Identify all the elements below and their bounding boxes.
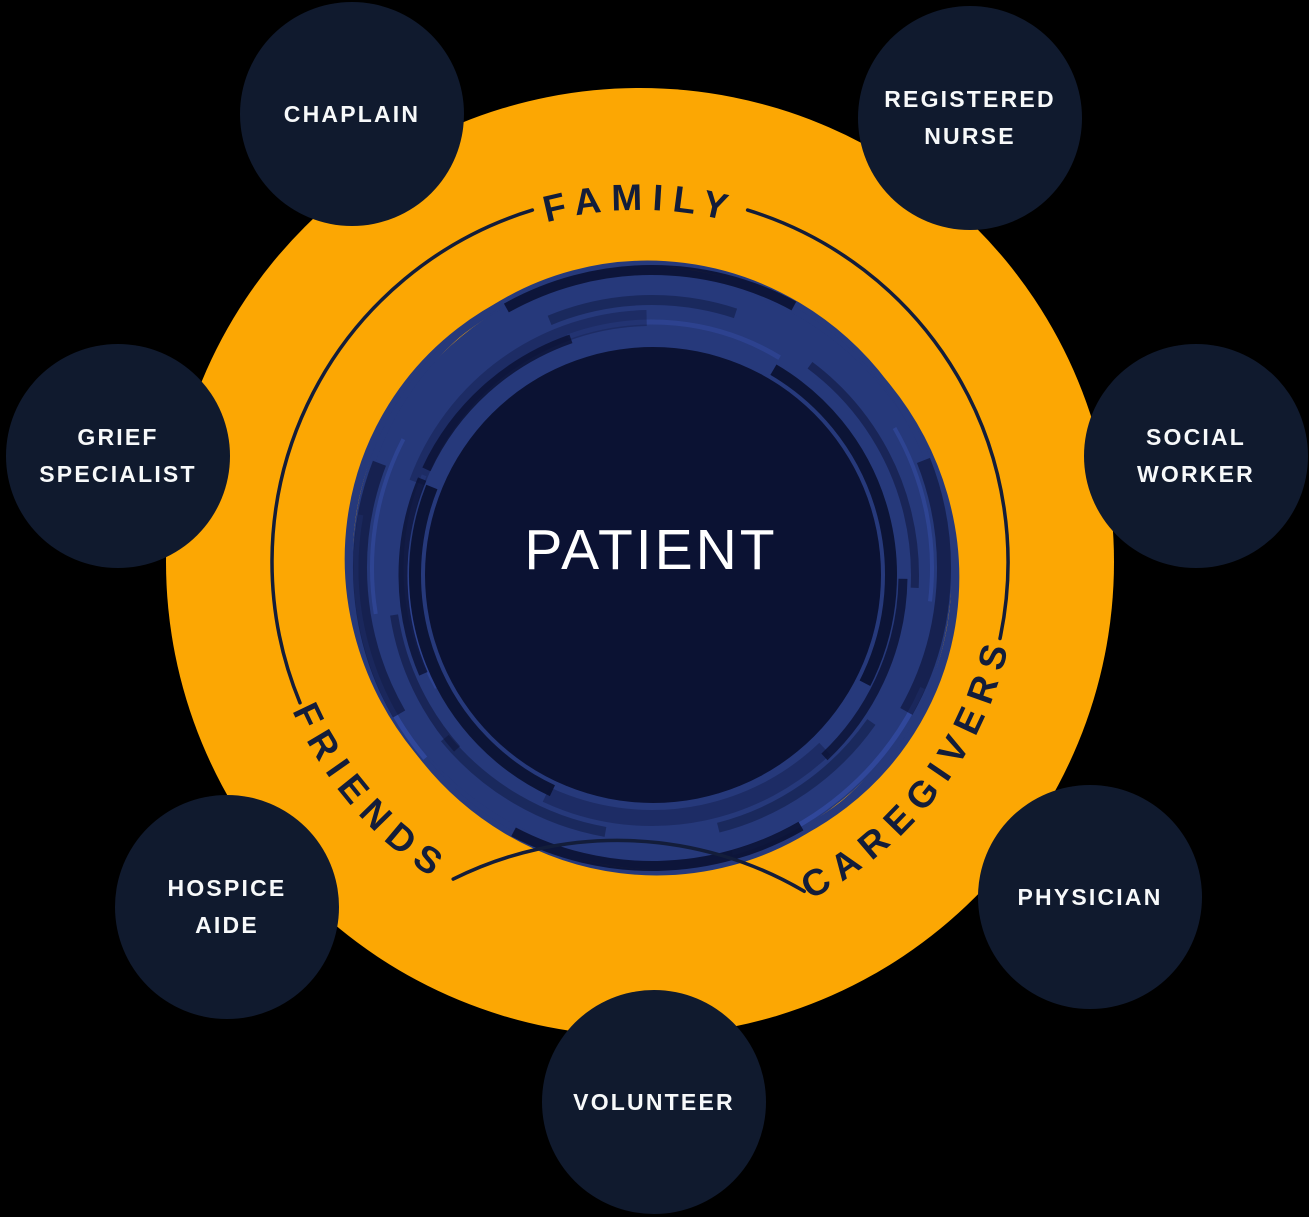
role-circle-registered-nurse: REGISTERED NURSE — [858, 6, 1082, 230]
role-circle-chaplain: CHAPLAIN — [240, 2, 464, 226]
patient-circle — [387, 309, 919, 841]
role-circle-volunteer: VOLUNTEER — [542, 990, 766, 1214]
patient-label: PATIENT — [524, 518, 778, 582]
role-label: CHAPLAIN — [283, 100, 421, 127]
role-label: NURSE — [924, 123, 1016, 149]
role-circle-hospice-aide: HOSPICE AIDE — [115, 795, 339, 1019]
role-label: AIDE — [195, 912, 259, 938]
role-label: GRIEF — [77, 424, 159, 450]
ring-arc-right — [745, 208, 1010, 641]
role-label: SPECIALIST — [39, 461, 197, 487]
role-circle-social-worker: SOCIAL WORKER — [1084, 344, 1308, 568]
role-circle-physician: PHYSICIAN — [978, 785, 1202, 1009]
role-label: VOLUNTEER — [573, 1088, 735, 1115]
ring-arc-lines — [270, 208, 1010, 894]
role-label: PHYSICIAN — [1017, 883, 1163, 910]
role-label: REGISTERED — [884, 86, 1056, 112]
ring-arc-bottom — [451, 838, 806, 894]
ring-arc-left — [270, 208, 535, 705]
role-circle-grief-specialist: GRIEF SPECIALIST — [6, 344, 230, 568]
role-label: WORKER — [1137, 461, 1255, 487]
role-label: SOCIAL — [1145, 424, 1247, 450]
role-label: HOSPICE — [167, 875, 287, 901]
